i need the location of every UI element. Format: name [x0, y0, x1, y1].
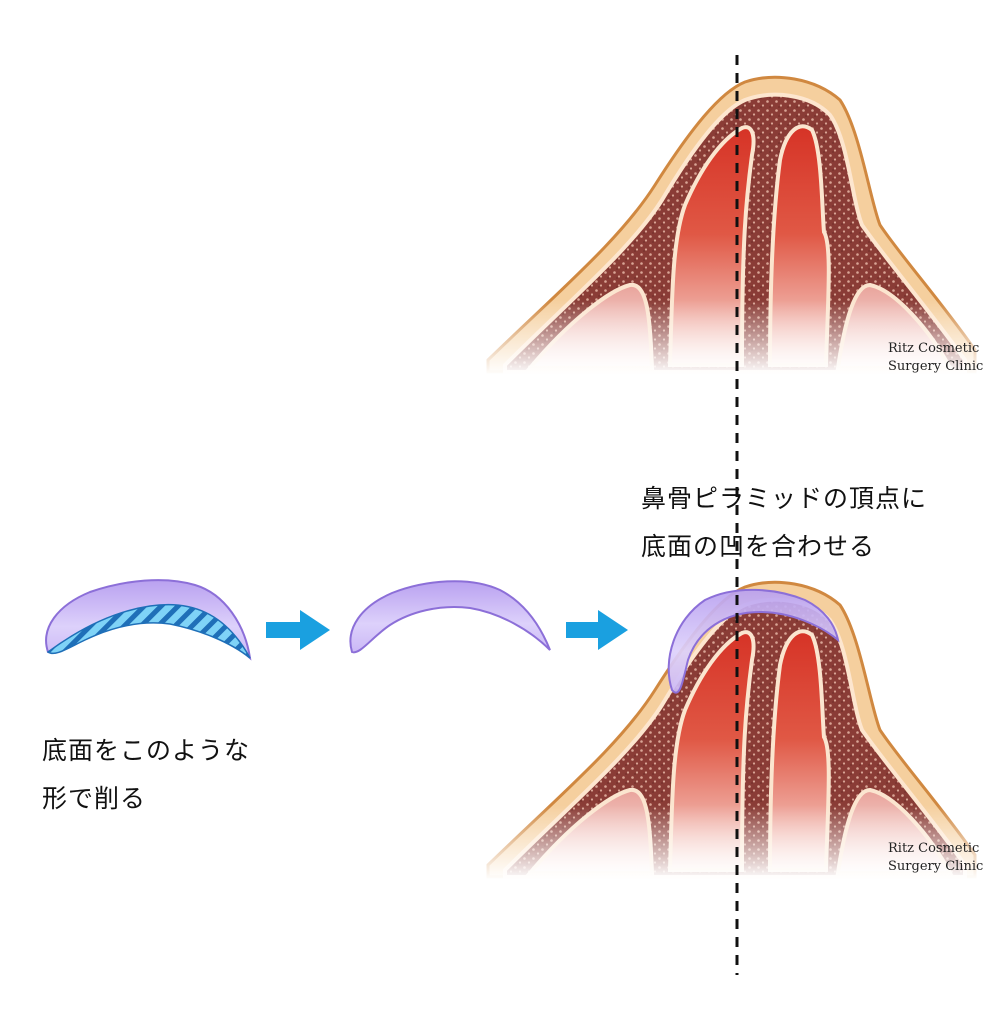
watermark-line1: Ritz Cosmetic [888, 841, 980, 856]
watermark-top: Ritz Cosmetic Surgery Clinic [888, 340, 983, 376]
arrow-right-icon [566, 610, 628, 650]
caption-right: 鼻骨ピラミッドの頂点に 底面の凹を合わせる [641, 475, 927, 571]
caption-left-line1: 底面をこのような [42, 736, 251, 765]
watermark-line1: Ritz Cosmetic [888, 341, 980, 356]
carved-area-hatch [46, 603, 251, 659]
caption-left: 底面をこのような 形で削る [42, 727, 250, 823]
implant-uncarved [45, 579, 252, 661]
watermark-line2: Surgery Clinic [888, 359, 984, 374]
implant-carved [349, 580, 551, 654]
implant-placed [667, 588, 840, 694]
arrow-right-icon [266, 610, 330, 650]
watermark-bottom: Ritz Cosmetic Surgery Clinic [888, 840, 983, 876]
nose-cross-section-before [478, 75, 982, 377]
watermark-line2: Surgery Clinic [888, 859, 984, 874]
caption-right-line1: 鼻骨ピラミッドの頂点に [641, 484, 928, 513]
nose-cross-section-after [478, 580, 982, 882]
caption-right-line2: 底面の凹を合わせる [641, 532, 876, 561]
caption-left-line2: 形で削る [42, 784, 147, 813]
